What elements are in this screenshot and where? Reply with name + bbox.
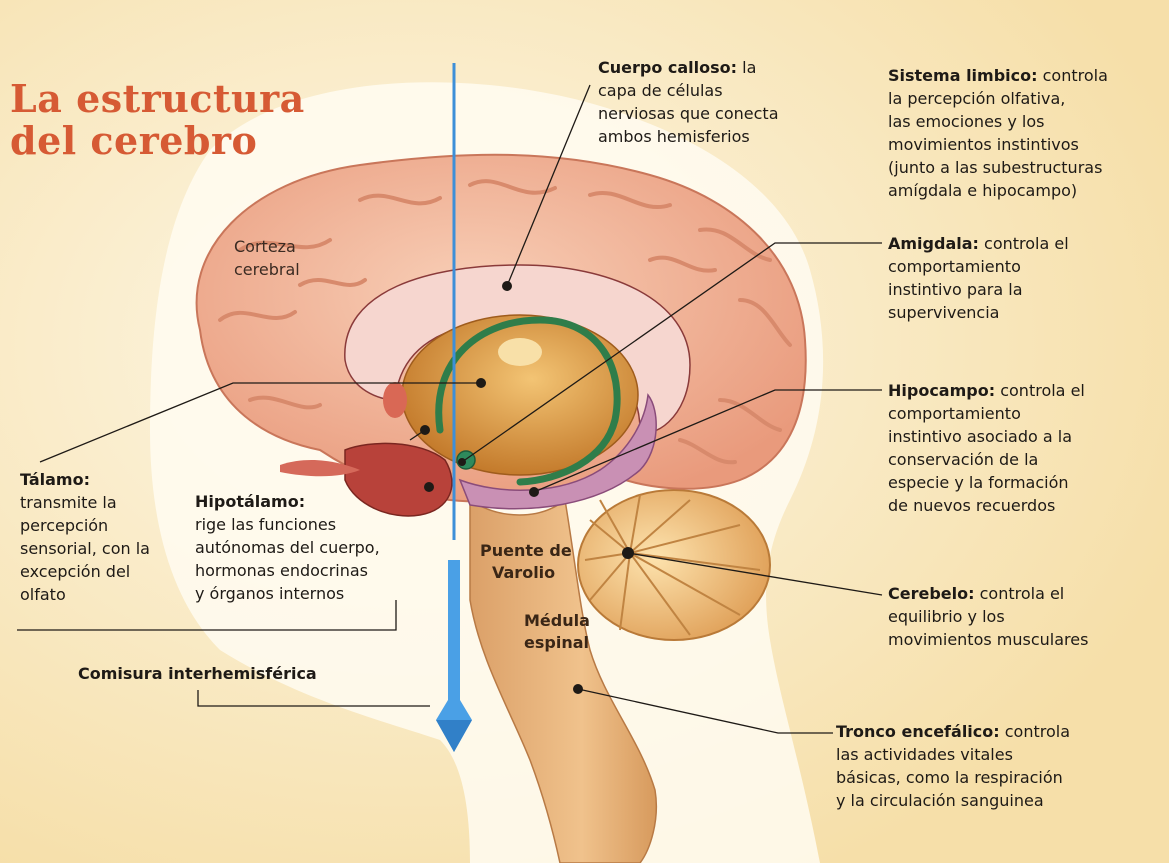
text-line: comportamiento <box>888 404 1021 423</box>
term-amigdala: Amigdala: <box>888 234 979 253</box>
text-line: equilibrio y los <box>888 607 1005 626</box>
axis-arrow <box>436 560 472 752</box>
anterior-structure <box>383 382 407 418</box>
text-line: y órganos internos <box>195 584 345 603</box>
text-line: movimientos musculares <box>888 630 1089 649</box>
text-line: básicas, como la respiración <box>836 768 1063 787</box>
text-line: la percepción olfativa, <box>888 89 1066 108</box>
label-talamo: Tálamo: transmite la percepción sensoria… <box>20 468 150 606</box>
text-line: instintivo asociado a la <box>888 427 1072 446</box>
text-line: olfato <box>20 585 66 604</box>
text-line: movimientos instintivos <box>888 135 1079 154</box>
label-cerebelo: Cerebelo: controla el equilibrio y los m… <box>888 582 1088 651</box>
text-line: autónomas del cuerpo, <box>195 538 380 557</box>
text-line: (junto a las subestructuras <box>888 158 1103 177</box>
text-line: comportamiento <box>888 257 1021 276</box>
leader-hipocampo <box>533 389 882 493</box>
text-line: Puente de <box>480 541 572 560</box>
term-hipotalamo: Hipotálamo: <box>195 492 306 511</box>
leader-cerebelo <box>627 552 883 596</box>
bracket-left <box>17 600 397 631</box>
text-line: supervivencia <box>888 303 1000 322</box>
hypothalamus-shape <box>344 442 453 517</box>
text-line: sensorial, con la <box>20 539 150 558</box>
label-hipotalamo: Hipotálamo: rige las funciones autónomas… <box>195 490 380 605</box>
term-tronco-encefalico: Tronco encefálico: <box>836 722 1000 741</box>
text-line: y la circulación sanguinea <box>836 791 1044 810</box>
text-line: las actividades vitales <box>836 745 1013 764</box>
optic-nerve <box>280 460 360 477</box>
bracket-comisura <box>197 690 430 707</box>
term-cuerpo-calloso: Cuerpo calloso: <box>598 58 738 77</box>
text-line: percepción <box>20 516 109 535</box>
text-line: cerebral <box>234 260 300 279</box>
text-line: nerviosas que conecta <box>598 104 779 123</box>
label-medula-espinal: Médula espinal <box>524 610 590 654</box>
label-corteza-cerebral: Corteza cerebral <box>234 235 300 281</box>
leader-lines <box>17 84 883 734</box>
term-cerebelo: Cerebelo: <box>888 584 975 603</box>
label-puente-de-varolio: Puente de Varolio <box>480 540 572 584</box>
text-line: rige las funciones <box>195 515 337 534</box>
text-line: Varolio <box>492 563 556 582</box>
axis-arrowhead <box>436 720 472 752</box>
cerebellum-folia <box>584 494 761 636</box>
text-line: hormonas endocrinas <box>195 561 368 580</box>
text-line: controla el <box>984 234 1069 253</box>
leader-tronco <box>577 688 833 734</box>
text-line: especie y la formación <box>888 473 1069 492</box>
thalamus-highlight <box>498 338 542 366</box>
text-line: Corteza <box>234 237 296 256</box>
text-line: controla <box>1042 66 1108 85</box>
leader-dots <box>420 281 634 694</box>
diagram-title: La estructura del cerebro <box>10 78 305 162</box>
cortex-gyri <box>218 179 792 465</box>
title-line-2: del cerebro <box>10 118 258 163</box>
title-line-1: La estructura <box>10 76 305 121</box>
text-line: controla <box>1004 722 1071 741</box>
text-line: de nuevos recuerdos <box>888 496 1056 515</box>
label-cuerpo-calloso: Cuerpo calloso: la capa de células nervi… <box>598 56 779 148</box>
hippocampus-shape <box>458 393 657 510</box>
text-line: capa de células <box>598 81 723 100</box>
text-line: controla el <box>979 584 1065 603</box>
label-amigdala: Amigdala: controla el comportamiento ins… <box>888 232 1069 324</box>
label-hipocampo: Hipocampo: controla el comportamiento in… <box>888 379 1085 517</box>
text-line: las emociones y los <box>888 112 1045 131</box>
label-comisura: Comisura interhemisférica <box>78 662 317 685</box>
term-sistema-limbico: Sistema limbico: <box>888 66 1038 85</box>
text-line: la <box>742 58 757 77</box>
text-line: transmite la <box>20 493 117 512</box>
leader-cuerpo-calloso <box>506 84 591 287</box>
text-line: ambos hemisferios <box>598 127 750 146</box>
text-line: amígdala e hipocampo) <box>888 181 1078 200</box>
term-comisura: Comisura interhemisférica <box>78 664 317 683</box>
text-line: conservación de la <box>888 450 1039 469</box>
label-tronco-encefalico: Tronco encefálico: controla las activida… <box>836 720 1070 812</box>
cerebellum-shape <box>577 489 771 641</box>
text-line: instintivo para la <box>888 280 1023 299</box>
text-line: espinal <box>524 633 589 652</box>
leader-talamo <box>39 382 481 463</box>
leader-amigdala <box>461 242 882 463</box>
text-line: excepción del <box>20 562 131 581</box>
term-talamo: Tálamo: <box>20 470 90 489</box>
label-sistema-limbico: Sistema limbico: controla la percepción … <box>888 64 1108 202</box>
term-hipocampo: Hipocampo: <box>888 381 996 400</box>
text-line: controla el <box>1000 381 1085 400</box>
text-line: Médula <box>524 611 590 630</box>
limbic-ring <box>435 316 621 486</box>
